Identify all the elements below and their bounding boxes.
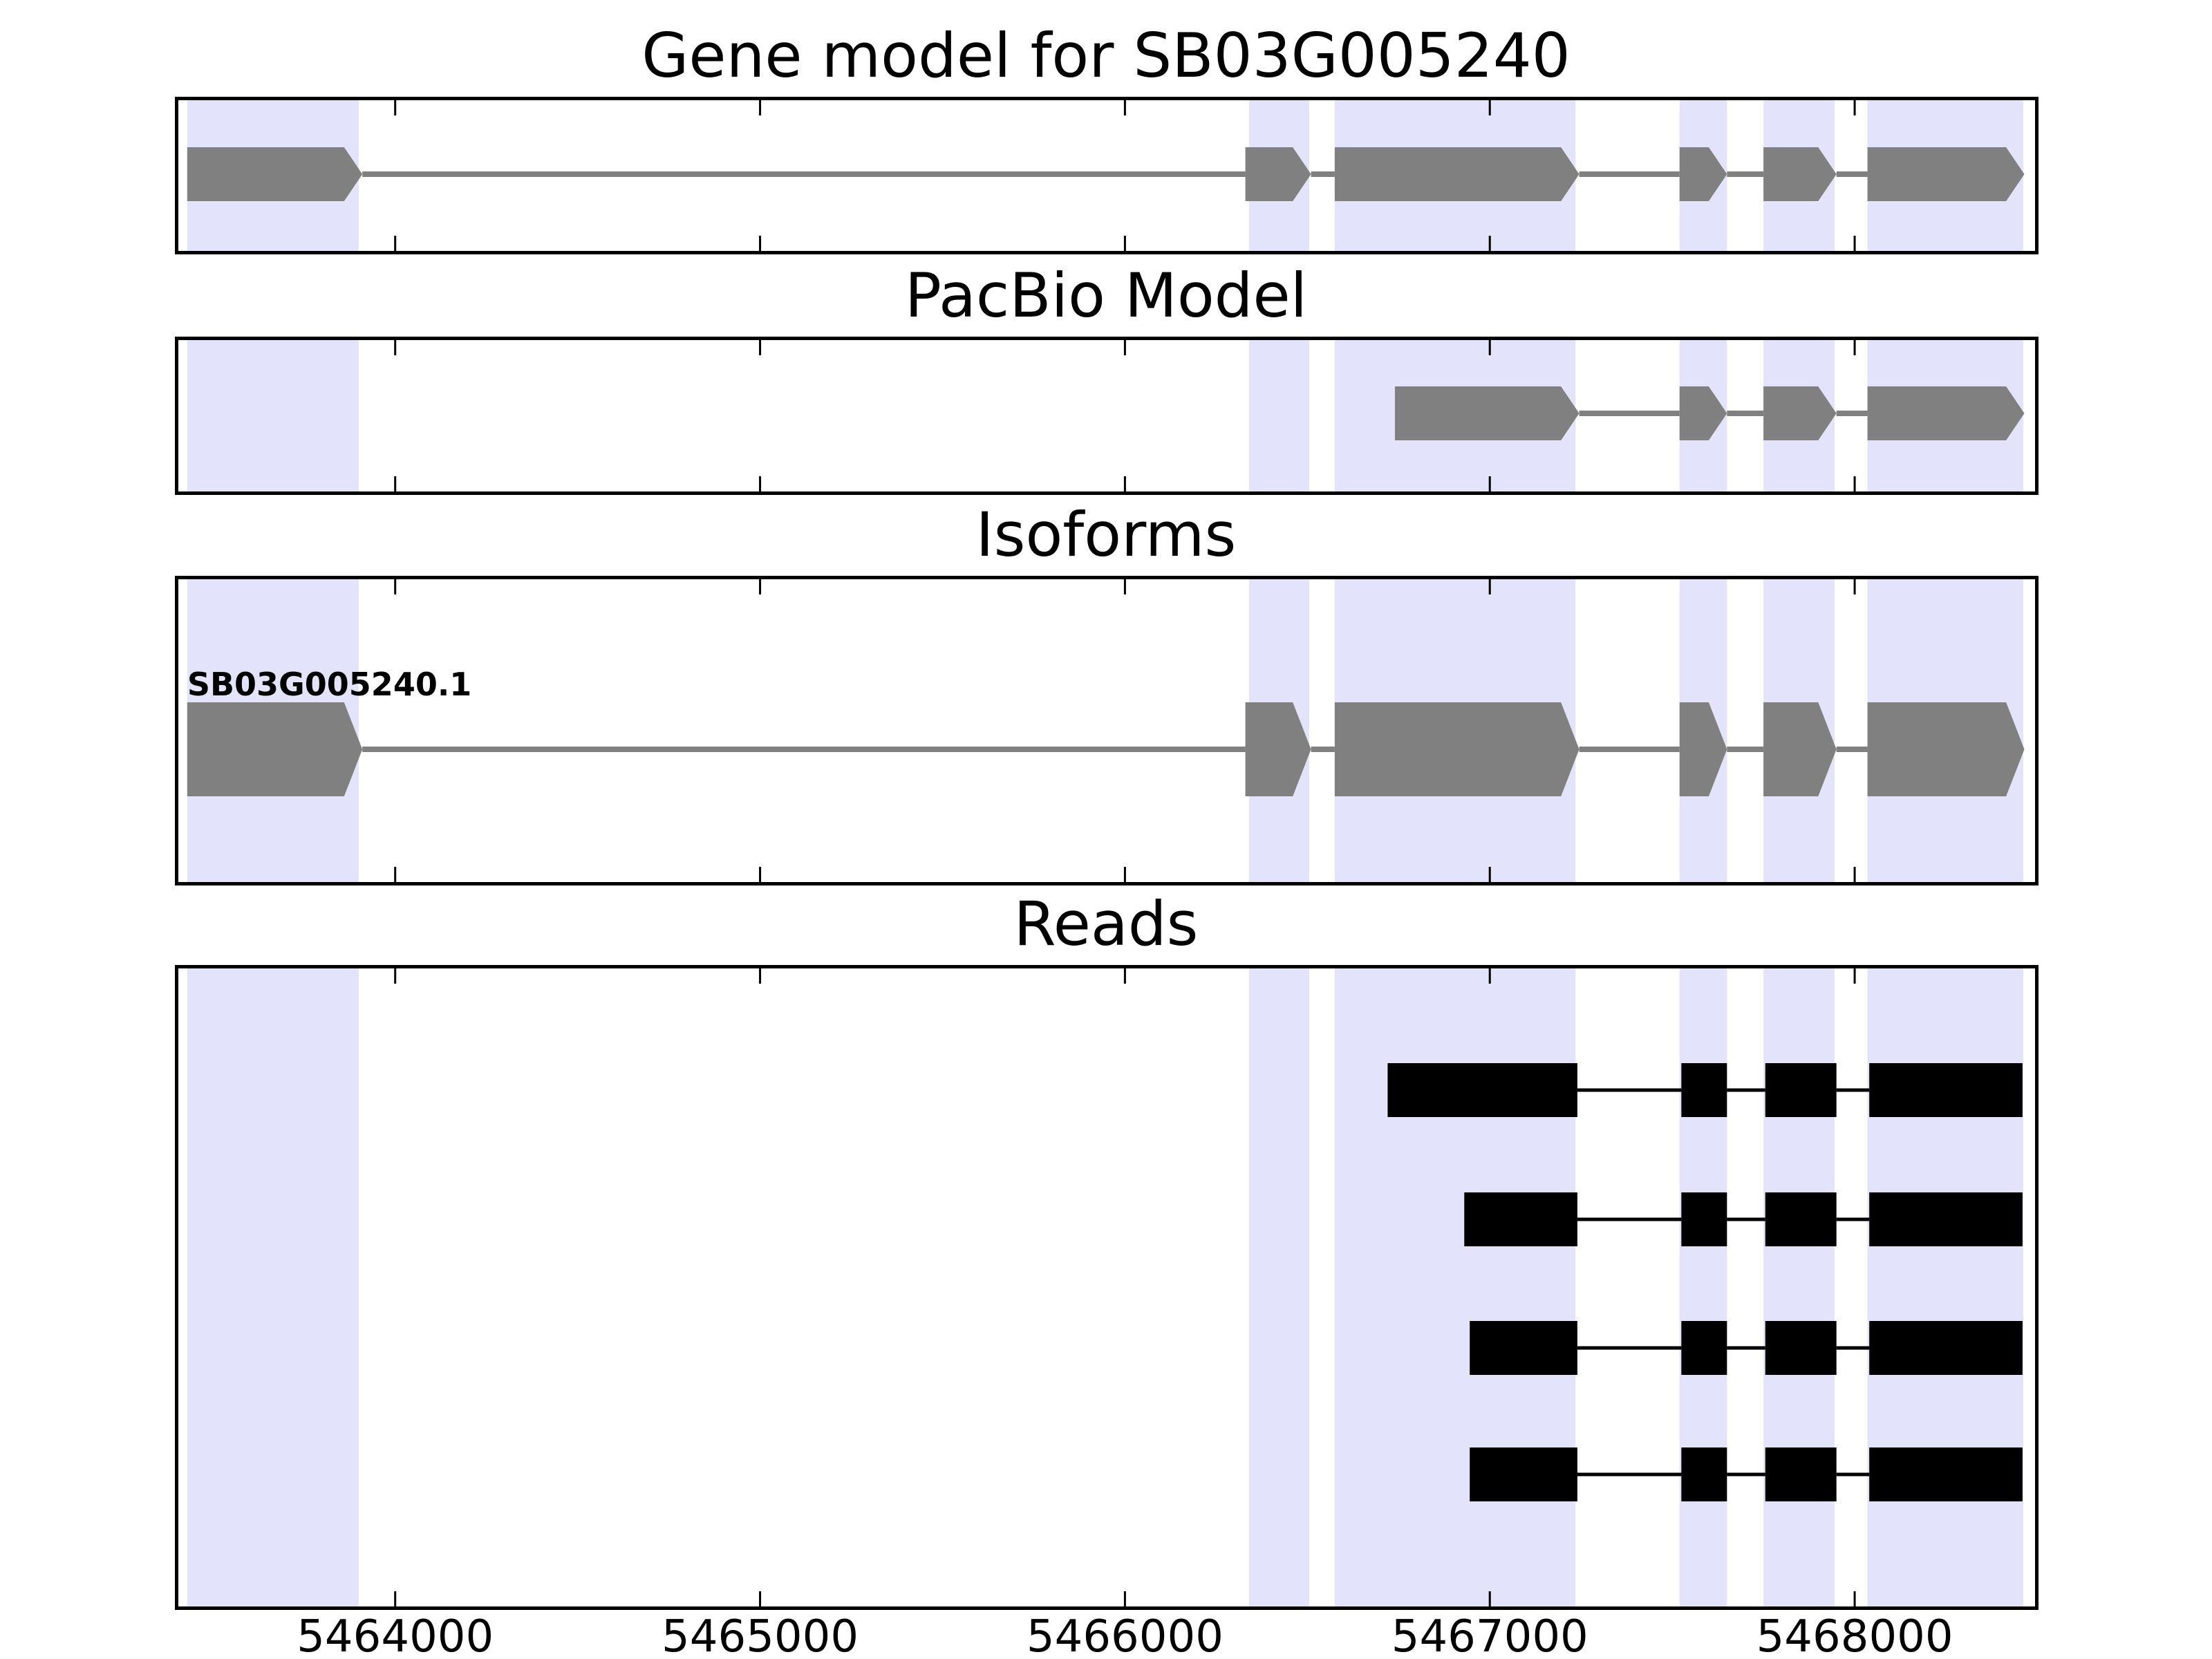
x-tick-label: 5468000 <box>1756 1611 1953 1659</box>
exon-arrow <box>1679 147 1727 201</box>
exon-arrow <box>1394 386 1580 440</box>
exon-highlight-band <box>1679 966 1727 1609</box>
isoforms-track-canvas: SB03G005240.1 <box>175 576 2038 885</box>
panel-border <box>175 337 2038 495</box>
exon-arrow <box>187 147 363 201</box>
exon-highlight-band <box>1248 338 1309 494</box>
x-tick-label: 5465000 <box>662 1611 859 1659</box>
read-exon-block <box>1387 1063 1577 1117</box>
exon-highlight-band <box>1867 966 2023 1609</box>
x-tick-label: 5466000 <box>1026 1611 1224 1659</box>
read-exon-block <box>1765 1447 1837 1501</box>
read-exon-block <box>1765 1192 1837 1246</box>
read-exon-block <box>1681 1192 1727 1246</box>
read-exon-block <box>1869 1447 2023 1501</box>
read-exon-block <box>1470 1447 1577 1501</box>
read-exon-block <box>1464 1192 1577 1246</box>
panel-title-reads: Reads <box>1013 888 1199 959</box>
panel-title-gene-model: Gene model for SB03G005240 <box>641 20 1571 91</box>
x-tick-label: 5467000 <box>1391 1611 1588 1659</box>
exon-arrow <box>1763 386 1837 440</box>
exon-highlight-band <box>1334 966 1576 1609</box>
isoform-label: SB03G005240.1 <box>187 666 471 703</box>
pacbio-model-track-canvas <box>175 337 2038 495</box>
panel-title-pacbio-model: PacBio Model <box>904 260 1308 331</box>
read-exon-block <box>1681 1447 1727 1501</box>
exon-highlight-band <box>1763 966 1835 1609</box>
gene-model-track-canvas <box>175 97 2038 254</box>
exon-arrow <box>1763 147 1837 201</box>
read-exon-block <box>1765 1063 1837 1117</box>
read-exon-block <box>1681 1063 1727 1117</box>
read-exon-block <box>1765 1321 1837 1375</box>
exon-arrow <box>1763 702 1837 796</box>
exon-highlight-band <box>187 966 359 1609</box>
read-exon-block <box>1869 1321 2023 1375</box>
panel-border <box>175 965 2038 1610</box>
reads-track-canvas <box>175 965 2038 1610</box>
exon-arrow <box>1867 702 2025 796</box>
exon-arrow <box>1334 147 1580 201</box>
x-tick-label: 5464000 <box>297 1611 494 1659</box>
exon-arrow <box>1245 702 1311 796</box>
read-exon-block <box>1869 1063 2023 1117</box>
exon-arrow <box>1679 702 1727 796</box>
exon-highlight-band <box>187 338 359 494</box>
exon-highlight-band <box>1248 966 1309 1609</box>
read-exon-block <box>1470 1321 1577 1375</box>
exon-arrow <box>1334 702 1580 796</box>
exon-arrow <box>1679 386 1727 440</box>
panel-border <box>175 97 2038 254</box>
exon-arrow <box>1867 386 2025 440</box>
read-exon-block <box>1681 1321 1727 1375</box>
panel-title-isoforms: Isoforms <box>975 499 1237 570</box>
read-exon-block <box>1869 1192 2023 1246</box>
exon-arrow <box>187 702 363 796</box>
panel-border <box>175 576 2038 885</box>
exon-arrow <box>1867 147 2025 201</box>
exon-arrow <box>1245 147 1311 201</box>
